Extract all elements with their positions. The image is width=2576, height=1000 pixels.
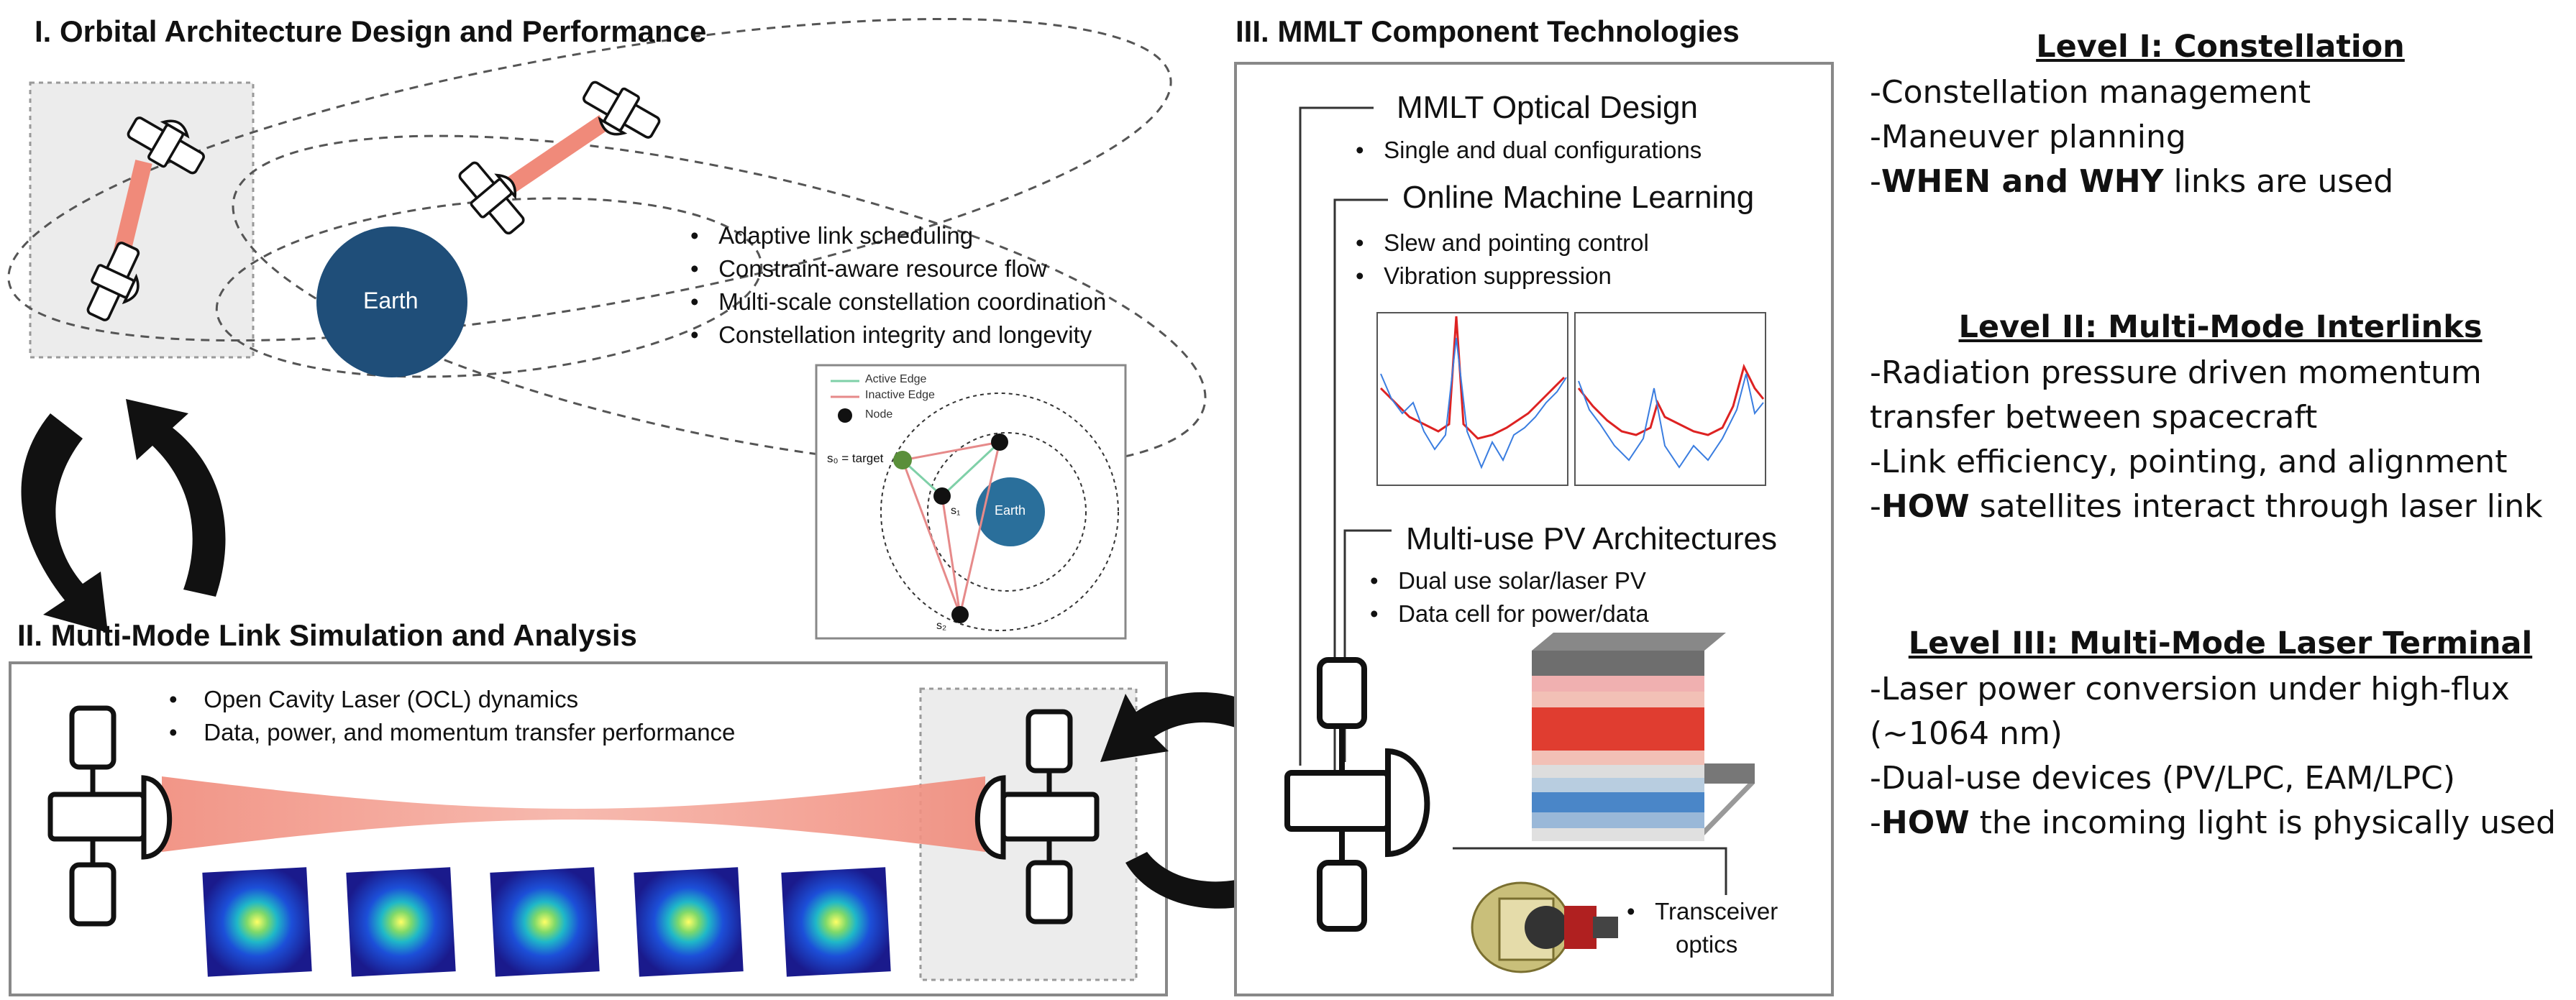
bullet-item: • Data cell for power/data [1370, 600, 1649, 627]
level-line: -HOW the incoming light is physically us… [1870, 804, 2557, 841]
satellite-icon [449, 150, 538, 242]
level-line: (~1064 nm) [1870, 715, 2063, 752]
bullet-item: • Vibration suppression [1356, 262, 1612, 289]
section2-title: II. Multi-Mode Link Simulation and Analy… [17, 618, 637, 652]
bullet-item: • Single and dual configurations [1356, 137, 1702, 163]
level-line: -Radiation pressure driven momentum [1870, 354, 2482, 391]
inactive-edge [941, 495, 962, 615]
earth [316, 226, 467, 377]
arrow-up-icon [126, 399, 226, 597]
level-block: Level III: Multi-Mode Laser Terminal -Las… [1870, 625, 2571, 845]
level-line: -Constellation management [1870, 74, 2311, 111]
inset-node [933, 487, 951, 505]
level-line: -HOW satellites interact through laser l… [1870, 488, 2543, 525]
orbit-inner [215, 197, 763, 378]
inactive-edge [959, 441, 1001, 615]
bullet-item: • Constellation integrity and longevity [690, 321, 1092, 348]
bullet-item: • Dual use solar/laser PV [1370, 567, 1646, 594]
level-block: Level I: Constellation -Constellation man… [1870, 29, 2571, 204]
bullet-item: • Constraint-aware resource flow [690, 255, 1047, 282]
transceiver-label-line: • Transceiver [1627, 898, 1778, 925]
level-title: Level I: Constellation [2036, 29, 2405, 65]
bullet-item: • Data, power, and momentum transfer per… [169, 719, 736, 746]
inset-node-label: s₂ [936, 620, 947, 632]
oml-bullets: • Slew and pointing control • Vibration … [1356, 226, 1649, 293]
level-line: -WHEN and WHY links are used [1870, 163, 2394, 200]
cycle-arrows [21, 399, 226, 633]
connector-line [1299, 106, 1374, 766]
inset-node [951, 606, 969, 623]
beam-profile-tile [346, 867, 456, 977]
transmitter-satellite-icon [47, 705, 173, 927]
connector-line [1333, 198, 1388, 791]
level-block: Level II: Multi-Mode Interlinks -Radiatio… [1870, 309, 2571, 529]
level-title: Level III: Multi-Mode Laser Terminal [1908, 625, 2533, 661]
pv-layer-stack [1532, 633, 1755, 841]
level-title: Level II: Multi-Mode Interlinks [1958, 309, 2483, 345]
legend-node-swatch [838, 408, 852, 423]
bullet-item: • Slew and pointing control [1356, 229, 1649, 256]
level-line: transfer between spacecraft [1870, 399, 2318, 436]
active-edge [941, 441, 1001, 497]
section1-graphics [7, 17, 1207, 640]
section2-bullets: • Open Cavity Laser (OCL) dynamics • Dat… [169, 683, 735, 749]
level-line: -Laser power conversion under high-flux [1870, 671, 2510, 707]
earth-label: Earth [363, 288, 419, 313]
level-line: -Maneuver planning [1870, 119, 2186, 155]
graph-inset-panel [815, 364, 1127, 640]
connector-line [1453, 847, 1727, 895]
transceiver-label-line: optics [1676, 931, 1738, 958]
laser-link-upper [506, 115, 609, 193]
legend-node: Node [865, 408, 893, 421]
section1-bullets: • Adaptive link scheduling • Constraint-… [690, 219, 1106, 352]
section3-graphics [1234, 62, 1834, 996]
optical-design-heading: MMLT Optical Design [1397, 90, 1698, 125]
legend-active-edge: Active Edge [865, 373, 927, 385]
transceiver-label: • Transceiver optics [1627, 895, 1778, 961]
inset-target-label: s₀ = target [827, 451, 884, 465]
bullet-item: • Multi-scale constellation coordination [690, 288, 1107, 315]
inset-earth [976, 477, 1045, 546]
beam-profile-tile [781, 867, 891, 977]
spectrum-blue-left [1380, 337, 1567, 469]
level-line: -Link efficiency, pointing, and alignmen… [1870, 444, 2508, 480]
inactive-edge [902, 441, 1000, 462]
bullet-item: • Adaptive link scheduling [690, 222, 974, 249]
inset-node-label: s₁ [951, 505, 961, 517]
section1-title: I. Orbital Architecture Design and Perfo… [35, 14, 707, 48]
vibration-spectrum-plot [1376, 312, 1766, 486]
beam-profile-row [202, 867, 891, 977]
inset-node-target [893, 451, 912, 469]
section3-title: III. MMLT Component Technologies [1236, 14, 1740, 48]
level-line: -Dual-use devices (PV/LPC, EAM/LPC) [1870, 760, 2455, 797]
orbit-mid [232, 134, 1207, 469]
receiver-satellite-icon [974, 709, 1100, 925]
beam-profile-tile [202, 867, 312, 977]
beam-profile-tile [490, 867, 600, 977]
spectrum-blue-right [1578, 373, 1764, 469]
inset-orbit-inner [927, 432, 1087, 592]
section2-graphics [9, 661, 1168, 996]
laser-beam [162, 776, 985, 852]
bullet-item: • Open Cavity Laser (OCL) dynamics [169, 686, 579, 712]
beam-profile-tile [634, 867, 744, 977]
oml-heading: Online Machine Learning [1402, 180, 1755, 215]
inactive-edge [901, 459, 962, 615]
terminal-satellite-icon [1284, 657, 1430, 932]
orbit-outer [7, 17, 1172, 342]
pv-heading: Multi-use PV Architectures [1406, 521, 1777, 556]
inset-earth-label: Earth [995, 503, 1026, 518]
pv-bullets: • Dual use solar/laser PV • Data cell fo… [1370, 564, 1649, 630]
transceiver-optics-icon [1471, 881, 1618, 973]
spectrum-red-left [1379, 316, 1566, 440]
legend-inactive-edge: Inactive Edge [865, 389, 935, 401]
inset-node [991, 434, 1008, 451]
inset-orbit-outer [880, 393, 1119, 631]
arrow-down-icon [21, 413, 108, 633]
spectrum-red-right [1577, 363, 1765, 436]
